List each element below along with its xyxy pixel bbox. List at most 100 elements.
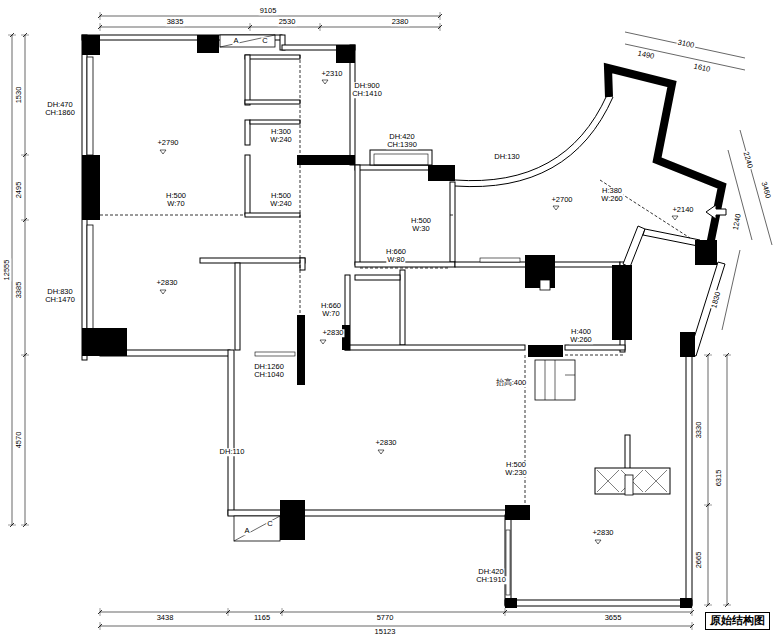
dimension-tick: [440, 12, 441, 20]
plan-label: DH:900: [353, 82, 380, 90]
level-marker: [322, 80, 328, 84]
plan-label: W:70: [321, 310, 340, 318]
shaft: [234, 516, 280, 541]
plan-label: +2700: [550, 196, 573, 204]
wall: [228, 350, 234, 515]
wall: [228, 510, 508, 516]
dimension-tick: [21, 155, 29, 156]
plan-label: A: [232, 37, 239, 45]
dimension-tick: [100, 622, 101, 630]
drawing-caption: 原始结构图: [705, 612, 770, 630]
plan-label: 3835: [166, 18, 185, 26]
plan-label: +2830: [321, 329, 344, 337]
plan-label: W:80: [386, 256, 405, 264]
plan-label: 1830: [710, 290, 722, 310]
wall: [565, 345, 625, 350]
plan-label: H:500: [165, 192, 187, 200]
plan-label: H:660: [320, 302, 342, 310]
column: [197, 35, 219, 53]
window: [506, 530, 510, 595]
fixture: [540, 280, 550, 290]
plan-label: W:30: [411, 225, 430, 233]
wall: [355, 165, 430, 170]
column: [680, 598, 692, 608]
plan-label: 3100: [676, 38, 696, 49]
column: [280, 500, 305, 540]
plan-label: +2830: [591, 529, 614, 537]
window: [87, 225, 93, 335]
plan-label: 2530: [278, 18, 297, 26]
plan-label: 1165: [253, 614, 271, 622]
wall: [245, 120, 250, 145]
wall: [250, 120, 300, 124]
dimension-line: [100, 16, 440, 17]
wall: [200, 258, 305, 263]
dimension-line: [722, 250, 740, 330]
plan-label: CH:1390: [386, 141, 418, 149]
plan-label: C: [266, 520, 273, 528]
wall: [505, 515, 511, 605]
plan-label: 5770: [376, 614, 395, 622]
dimension-tick: [704, 505, 712, 506]
plan-label: +2790: [156, 139, 179, 147]
plan-label: 1530: [15, 86, 23, 105]
dimension-line: [708, 355, 709, 605]
plan-label: 6315: [715, 469, 723, 488]
plan-label: 9105: [259, 7, 278, 15]
wall: [450, 182, 455, 262]
plan-label: 3438: [156, 614, 175, 622]
plan-label: CH:1040: [253, 371, 285, 379]
plan-label: W:240: [269, 136, 293, 144]
dimension-tick: [723, 355, 731, 356]
column: [695, 240, 717, 265]
plan-label: CH:1470: [44, 296, 76, 304]
level-marker: [160, 150, 166, 154]
dimension-tick: [21, 35, 29, 36]
column: [680, 332, 695, 357]
window: [87, 57, 93, 155]
plan-label: W:260: [569, 336, 593, 344]
plan-line: [545, 360, 546, 400]
plan-label: H:500: [270, 192, 292, 200]
beam-line: [565, 355, 625, 356]
wall: [300, 258, 305, 270]
plan-label: 1610: [692, 62, 712, 73]
plan-label: H:500: [505, 461, 527, 469]
dimension-tick: [282, 608, 283, 616]
wall: [505, 600, 692, 606]
column: [505, 505, 530, 520]
dimension-tick: [250, 23, 251, 31]
heavy-wall: [608, 68, 722, 245]
dimension-tick: [228, 608, 229, 616]
plan-label: +2830: [155, 279, 178, 287]
plan-label: DH:130: [493, 153, 520, 161]
plan-label: CH:1410: [351, 90, 383, 98]
column: [297, 315, 305, 385]
level-marker: [595, 540, 601, 544]
wall: [355, 275, 400, 280]
column: [505, 598, 517, 608]
shaft-diagonal: [234, 516, 280, 541]
dimension-tick: [100, 23, 101, 31]
dimension-tick: [21, 355, 29, 356]
plan-line: [565, 375, 575, 376]
bay-window: [374, 154, 428, 165]
plan-label: 1490: [636, 49, 656, 60]
column: [82, 328, 127, 356]
wall: [345, 345, 525, 350]
plan-label: DH:830: [46, 288, 73, 296]
plan-label: 3385: [15, 281, 23, 300]
dimension-tick: [21, 220, 29, 221]
column: [297, 155, 355, 165]
hatch: [645, 470, 667, 492]
wall: [245, 155, 250, 215]
column: [528, 345, 563, 357]
dimension-tick: [100, 608, 101, 616]
plan-label: H:660: [385, 248, 407, 256]
plan-line: [555, 360, 556, 400]
dimension-tick: [704, 355, 712, 356]
wall: [623, 226, 645, 267]
wall: [400, 270, 405, 345]
plan-label: W:230: [504, 469, 528, 477]
